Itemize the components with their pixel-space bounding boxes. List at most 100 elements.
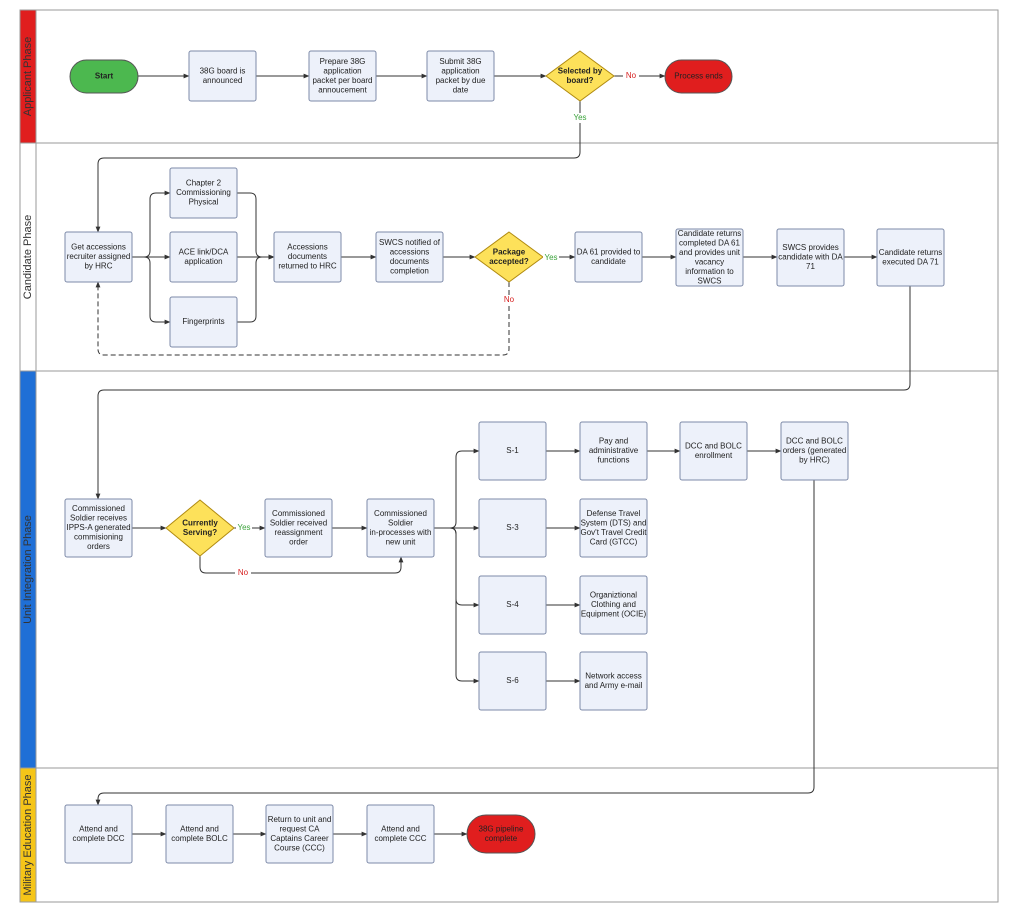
node-label-line: DCC and BOLC: [786, 437, 843, 446]
process-box: [188, 50, 257, 102]
node-label-line: SWCS: [698, 276, 722, 285]
node-label-line: packet per board: [312, 76, 372, 85]
edge-label-bg: [572, 113, 588, 123]
node-label-line: Clothing and: [591, 600, 636, 609]
node-label-line: Network access: [585, 671, 641, 680]
process-box: [64, 231, 133, 283]
edge-label-bg: [235, 568, 251, 578]
process-box: [478, 421, 547, 481]
node-label-line: Physical: [189, 198, 219, 207]
process-box: [169, 231, 238, 283]
node-label-line: System (DTS) and: [581, 518, 647, 527]
node-label-line: 71: [806, 262, 815, 271]
decision-diamond: [165, 499, 235, 557]
process-box: [478, 498, 547, 558]
process-box: [679, 421, 748, 481]
node-label-line: completed DA 61: [679, 238, 740, 247]
terminal-pill: [466, 814, 536, 854]
edge-orders-to-attend-dcc: [95, 480, 815, 806]
lane-label: Applicant Phase: [22, 37, 34, 117]
node-label-line: by HRC: [84, 262, 112, 271]
node-label-line: Selected by: [558, 66, 603, 75]
node-label-line: Candidate returns: [678, 229, 742, 238]
node-label: Start: [95, 72, 114, 81]
node-label-line: Card (GTCC): [590, 537, 638, 546]
process-box: [675, 228, 744, 287]
node-label-line: recruiter assigned: [67, 252, 131, 261]
edge-label-bg: [623, 71, 639, 81]
process-box: [264, 498, 333, 558]
terminal-pill: [69, 59, 139, 94]
node-label: S-4: [506, 600, 519, 609]
process-box: [579, 575, 648, 635]
terminal-pill: [664, 59, 733, 94]
node-label-line: Soldier receives: [70, 514, 127, 523]
node-label-line: Attend and: [381, 824, 420, 833]
node-label-line: Package: [493, 247, 526, 256]
node-label-line: new unit: [386, 537, 417, 546]
node-label-line: functions: [597, 456, 629, 465]
node-label-line: Soldier received: [270, 518, 327, 527]
node-label-line: Commissioned: [72, 504, 125, 513]
node-label-line: Accessions: [287, 243, 327, 252]
lane-label: Unit Integration Phase: [22, 515, 34, 624]
node-label-line: documents: [390, 257, 429, 266]
node-label-line: ACE link/DCA: [179, 247, 229, 256]
node-label-line: and provides unit: [679, 248, 741, 257]
process-box: [375, 231, 444, 283]
process-box: [478, 575, 547, 635]
node-label-line: S-4: [506, 600, 519, 609]
node-process-ends: Process ends: [664, 59, 733, 94]
node-s6: S-6: [478, 651, 547, 711]
node-label-line: Organiztional: [590, 591, 637, 600]
edge-label-selected-no: No: [626, 71, 637, 80]
process-box: [426, 50, 495, 102]
node-label-line: Pay and: [599, 437, 628, 446]
node-label-line: vacancy: [695, 257, 724, 266]
edge-selected-yes-to-recruiter: [95, 101, 581, 233]
edge-label-package-no: No: [504, 295, 515, 304]
node-label-line: Serving?: [183, 528, 217, 537]
edge-returns-da71-to-ippsa: [95, 286, 911, 500]
node-label: Process ends: [674, 72, 722, 81]
node-label-line: Course (CCC): [274, 843, 325, 852]
node-label-line: orders (generated: [783, 446, 847, 455]
node-label-line: Submit 38G: [439, 57, 481, 66]
node-label-line: complete CCC: [374, 834, 426, 843]
process-box: [579, 498, 648, 558]
node-label-line: reassignment: [274, 528, 323, 537]
process-box: [776, 228, 845, 287]
node-s4: S-4: [478, 575, 547, 635]
process-box: [366, 804, 435, 864]
node-label-line: Chapter 2: [186, 179, 222, 188]
node-label-line: Currently: [182, 518, 218, 527]
node-label-line: and Army e-mail: [585, 681, 643, 690]
node-label-line: enrollment: [695, 451, 733, 460]
node-label-line: Attend and: [79, 824, 118, 833]
